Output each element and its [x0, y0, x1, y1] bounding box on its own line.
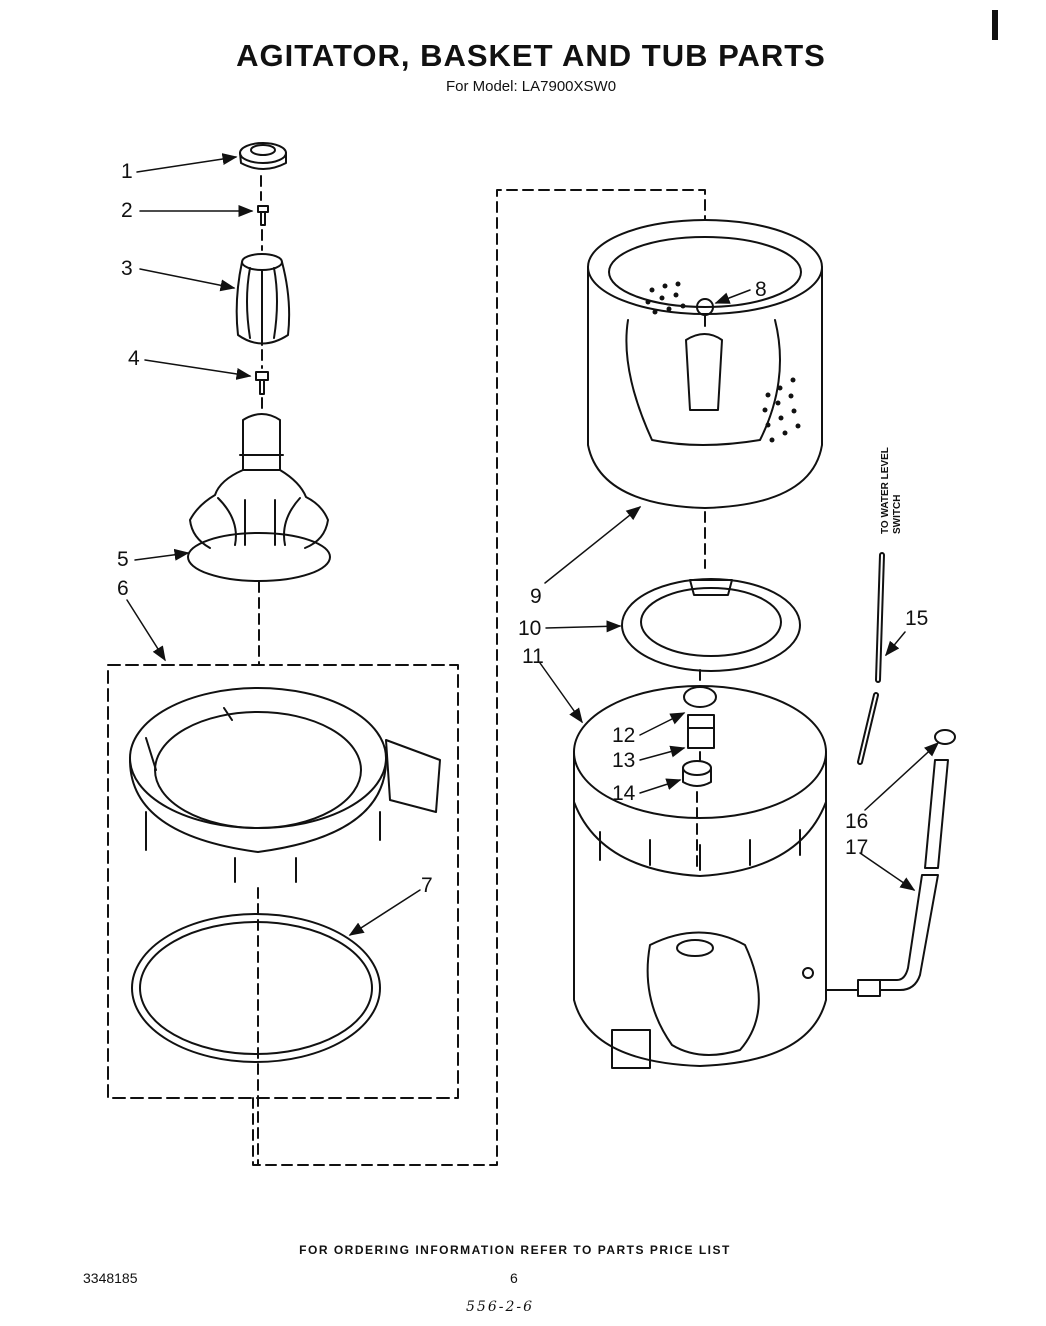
cap-screw-part [257, 205, 269, 226]
barrel-screw-part [255, 371, 269, 395]
basket-drive-part [621, 578, 801, 672]
callout-17: 17 [845, 836, 869, 859]
snap-ring-part [683, 686, 717, 708]
callout-7: 7 [421, 874, 433, 897]
hub-nut-part [682, 760, 712, 787]
tub-ring-part [107, 664, 459, 1099]
callout-5: 5 [117, 548, 129, 571]
callout-2: 2 [121, 199, 133, 222]
callout-1: 1 [121, 160, 133, 183]
hose-clamp-part [934, 729, 956, 745]
handwritten-note: 556-2-6 [466, 1299, 534, 1315]
callout-6: 6 [117, 577, 129, 600]
page-number: 6 [510, 1270, 518, 1286]
page-title: AGITATOR, BASKET AND TUB PARTS [236, 38, 826, 73]
model-subtitle: For Model: LA7900XSW0 [445, 78, 617, 95]
callout-3: 3 [121, 257, 133, 280]
agitator-base-part [187, 413, 331, 582]
outer-tub-part [573, 685, 827, 1069]
callout-10: 10 [518, 617, 542, 640]
callout-8: 8 [755, 278, 767, 301]
water-level-hose-part [857, 552, 885, 765]
side-note-line-2: SWITCH [892, 494, 903, 534]
spin-tube-bearing-part [687, 714, 715, 749]
drain-hose-part [825, 759, 949, 997]
ordering-note: FOR ORDERING INFORMATION REFER TO PARTS … [299, 1243, 731, 1257]
right-axis-line [696, 315, 706, 871]
left-axis-line [257, 175, 263, 1166]
corner-registration-mark [992, 10, 998, 40]
document-number: 3348185 [83, 1270, 138, 1286]
side-note-line-1: TO WATER LEVEL [880, 447, 891, 534]
seal-ring-part [131, 913, 381, 1063]
callout-15: 15 [905, 607, 929, 630]
leader-lines [126, 153, 940, 936]
callout-11: 11 [522, 645, 544, 668]
agitator-cap-part [239, 142, 287, 170]
callout-16: 16 [845, 810, 869, 833]
callout-12: 12 [612, 724, 636, 747]
water-level-switch-note: TO WATER LEVEL SWITCH [880, 414, 904, 534]
callout-4: 4 [128, 347, 140, 370]
agitator-barrel-part [235, 253, 291, 346]
callout-9: 9 [530, 585, 542, 608]
callout-13: 13 [612, 749, 636, 772]
wash-basket-part [587, 219, 823, 509]
basket-perforations [645, 281, 801, 443]
callout-14: 14 [612, 782, 636, 805]
connector-dashed-line [252, 189, 706, 1166]
